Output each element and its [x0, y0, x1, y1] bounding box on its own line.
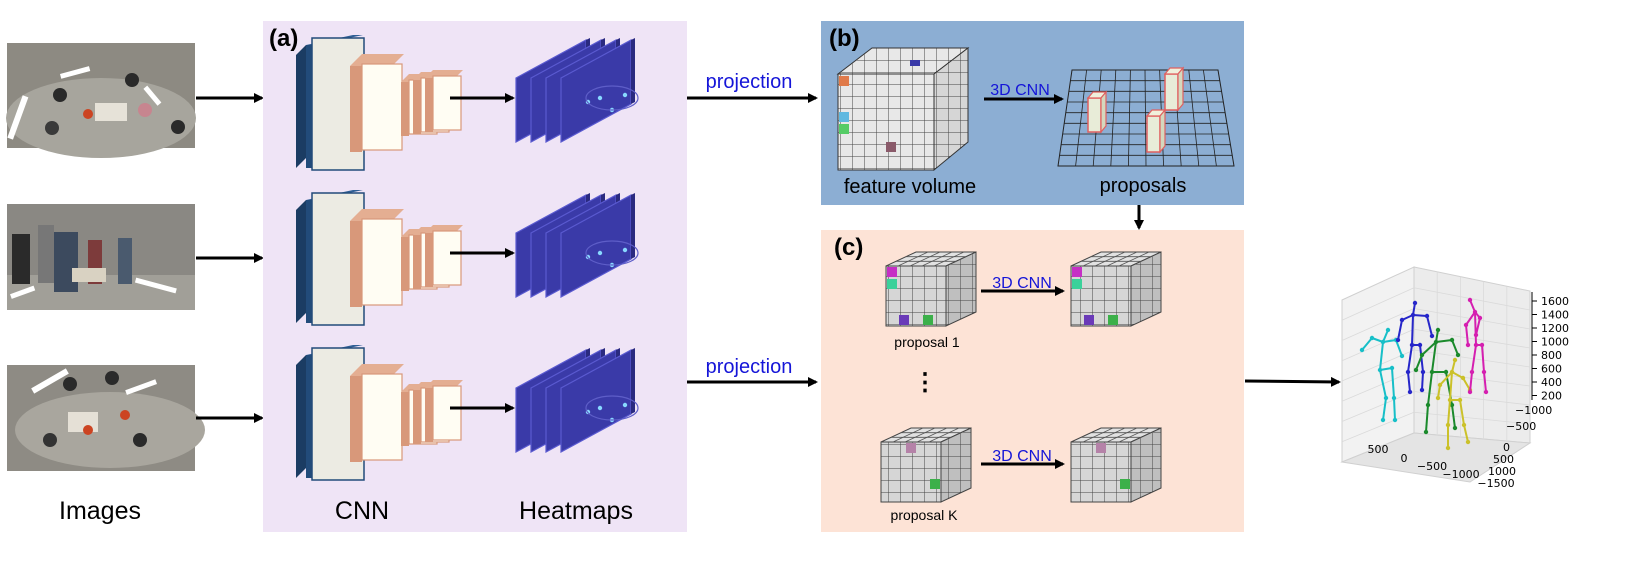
arrow-to-3d-plot	[1244, 376, 1341, 387]
proposal-box-3	[1145, 108, 1167, 154]
cnn3d-label-c1: 3D CNN	[992, 275, 1052, 292]
panel-a-tag: (a)	[269, 25, 298, 52]
x-tick-label: −500	[1417, 460, 1447, 473]
heatmap-peak	[622, 92, 628, 98]
input-image-2	[7, 204, 195, 310]
heatmap-peak	[622, 402, 628, 408]
cnn-input-layer	[296, 35, 365, 171]
plot-left-pane	[1341, 266, 1415, 463]
cnn-row-2	[296, 190, 639, 326]
panel-b-tag: (b)	[829, 25, 860, 52]
heatmap-peak	[597, 95, 603, 101]
x-tick-label: −1000	[1442, 468, 1479, 481]
z-tick-label: 1200	[1541, 322, 1569, 335]
heatmap-peak	[597, 250, 603, 256]
z-tick-label: 400	[1541, 376, 1562, 389]
heatmap-peak	[597, 405, 603, 411]
z-tick-label: 600	[1541, 363, 1562, 376]
skeleton-green	[1413, 327, 1461, 435]
y-tick-label: −500	[1506, 420, 1536, 433]
proposals-label: proposals	[1100, 175, 1187, 197]
input-image-1	[6, 43, 196, 158]
z-tick-label: 800	[1541, 349, 1562, 362]
voxel-highlight	[906, 443, 916, 453]
x-tick-label: 500	[1368, 443, 1389, 456]
heatmap-peak	[622, 247, 628, 253]
voxel-highlight	[1084, 315, 1094, 325]
proposal-k-cube	[880, 427, 972, 503]
voxel-highlight	[1072, 279, 1082, 289]
voxel-highlight	[923, 315, 933, 325]
y-tick-label: 0	[1503, 441, 1510, 454]
feature-volume-label: feature volume	[844, 176, 976, 198]
proposal-1-output-cube	[1070, 251, 1162, 327]
z-tick-label: 1400	[1541, 309, 1569, 322]
voxel-highlight	[1072, 267, 1082, 277]
heatmaps-label: Heatmaps	[519, 497, 633, 525]
cnn-conv-layers	[350, 54, 463, 152]
proposal-box-2	[1163, 66, 1185, 112]
proposal-1-label: proposal 1	[894, 334, 960, 350]
pose-3d-plot: 16001400120010008006004002005000−500−100…	[1340, 266, 1569, 490]
ellipsis: ⋮	[913, 369, 937, 396]
proposals-grid	[1057, 66, 1235, 167]
proposal-k-label: proposal K	[891, 507, 959, 523]
voxel-highlight	[899, 315, 909, 325]
projection-label-bottom: projection	[706, 356, 793, 378]
y-tick-label: 500	[1493, 453, 1514, 466]
x-tick-label: −1500	[1477, 477, 1514, 490]
feature-volume-cube	[836, 46, 970, 172]
z-tick-label: 1600	[1541, 295, 1569, 308]
cnn-conv-layers	[350, 364, 463, 462]
plot-floor-pane	[1340, 432, 1532, 483]
plot-back-pane	[1413, 266, 1531, 444]
proposal-box-1	[1086, 90, 1108, 134]
cnn-conv-layers	[350, 209, 463, 307]
projection-label-top: projection	[706, 71, 793, 93]
heatmap-stack	[515, 193, 639, 299]
proposal-1-cube	[885, 251, 977, 327]
z-tick-label: 1000	[1541, 336, 1569, 349]
cnn-row-3	[296, 345, 639, 481]
voxel-highlight	[887, 279, 897, 289]
panel-b: (b) feature volume 3D CNN	[821, 21, 1244, 205]
voxel-highlight	[1096, 443, 1106, 453]
panel-a: (a) CNN Heatmaps	[263, 21, 687, 532]
panel-c: (c) 3D CNN 3D CNN proposal 1 ⋮ proposal …	[821, 230, 1244, 532]
voxel-highlight	[1108, 315, 1118, 325]
proposal-k-output-cube	[1070, 427, 1162, 503]
x-tick-label: 0	[1401, 452, 1408, 465]
cnn3d-label-c2: 3D CNN	[992, 448, 1052, 465]
z-tick-label: 200	[1541, 390, 1562, 403]
cnn-row-1	[296, 35, 639, 171]
skeleton-cyan	[1359, 327, 1405, 423]
cnn3d-label-b: 3D CNN	[990, 82, 1050, 99]
voxel-highlight	[887, 267, 897, 277]
cnn-label: CNN	[335, 497, 389, 525]
panel-c-tag: (c)	[834, 234, 863, 261]
y-tick-label: 1000	[1488, 465, 1516, 478]
y-tick-label: −1000	[1515, 404, 1552, 417]
skeleton-magenta	[1463, 297, 1489, 395]
voxel-highlight	[1120, 479, 1130, 489]
heatmap-stack	[515, 38, 639, 144]
input-image-3	[7, 365, 205, 471]
images-label: Images	[59, 497, 141, 525]
voxel-highlight	[930, 479, 940, 489]
heatmap-stack	[515, 348, 639, 454]
